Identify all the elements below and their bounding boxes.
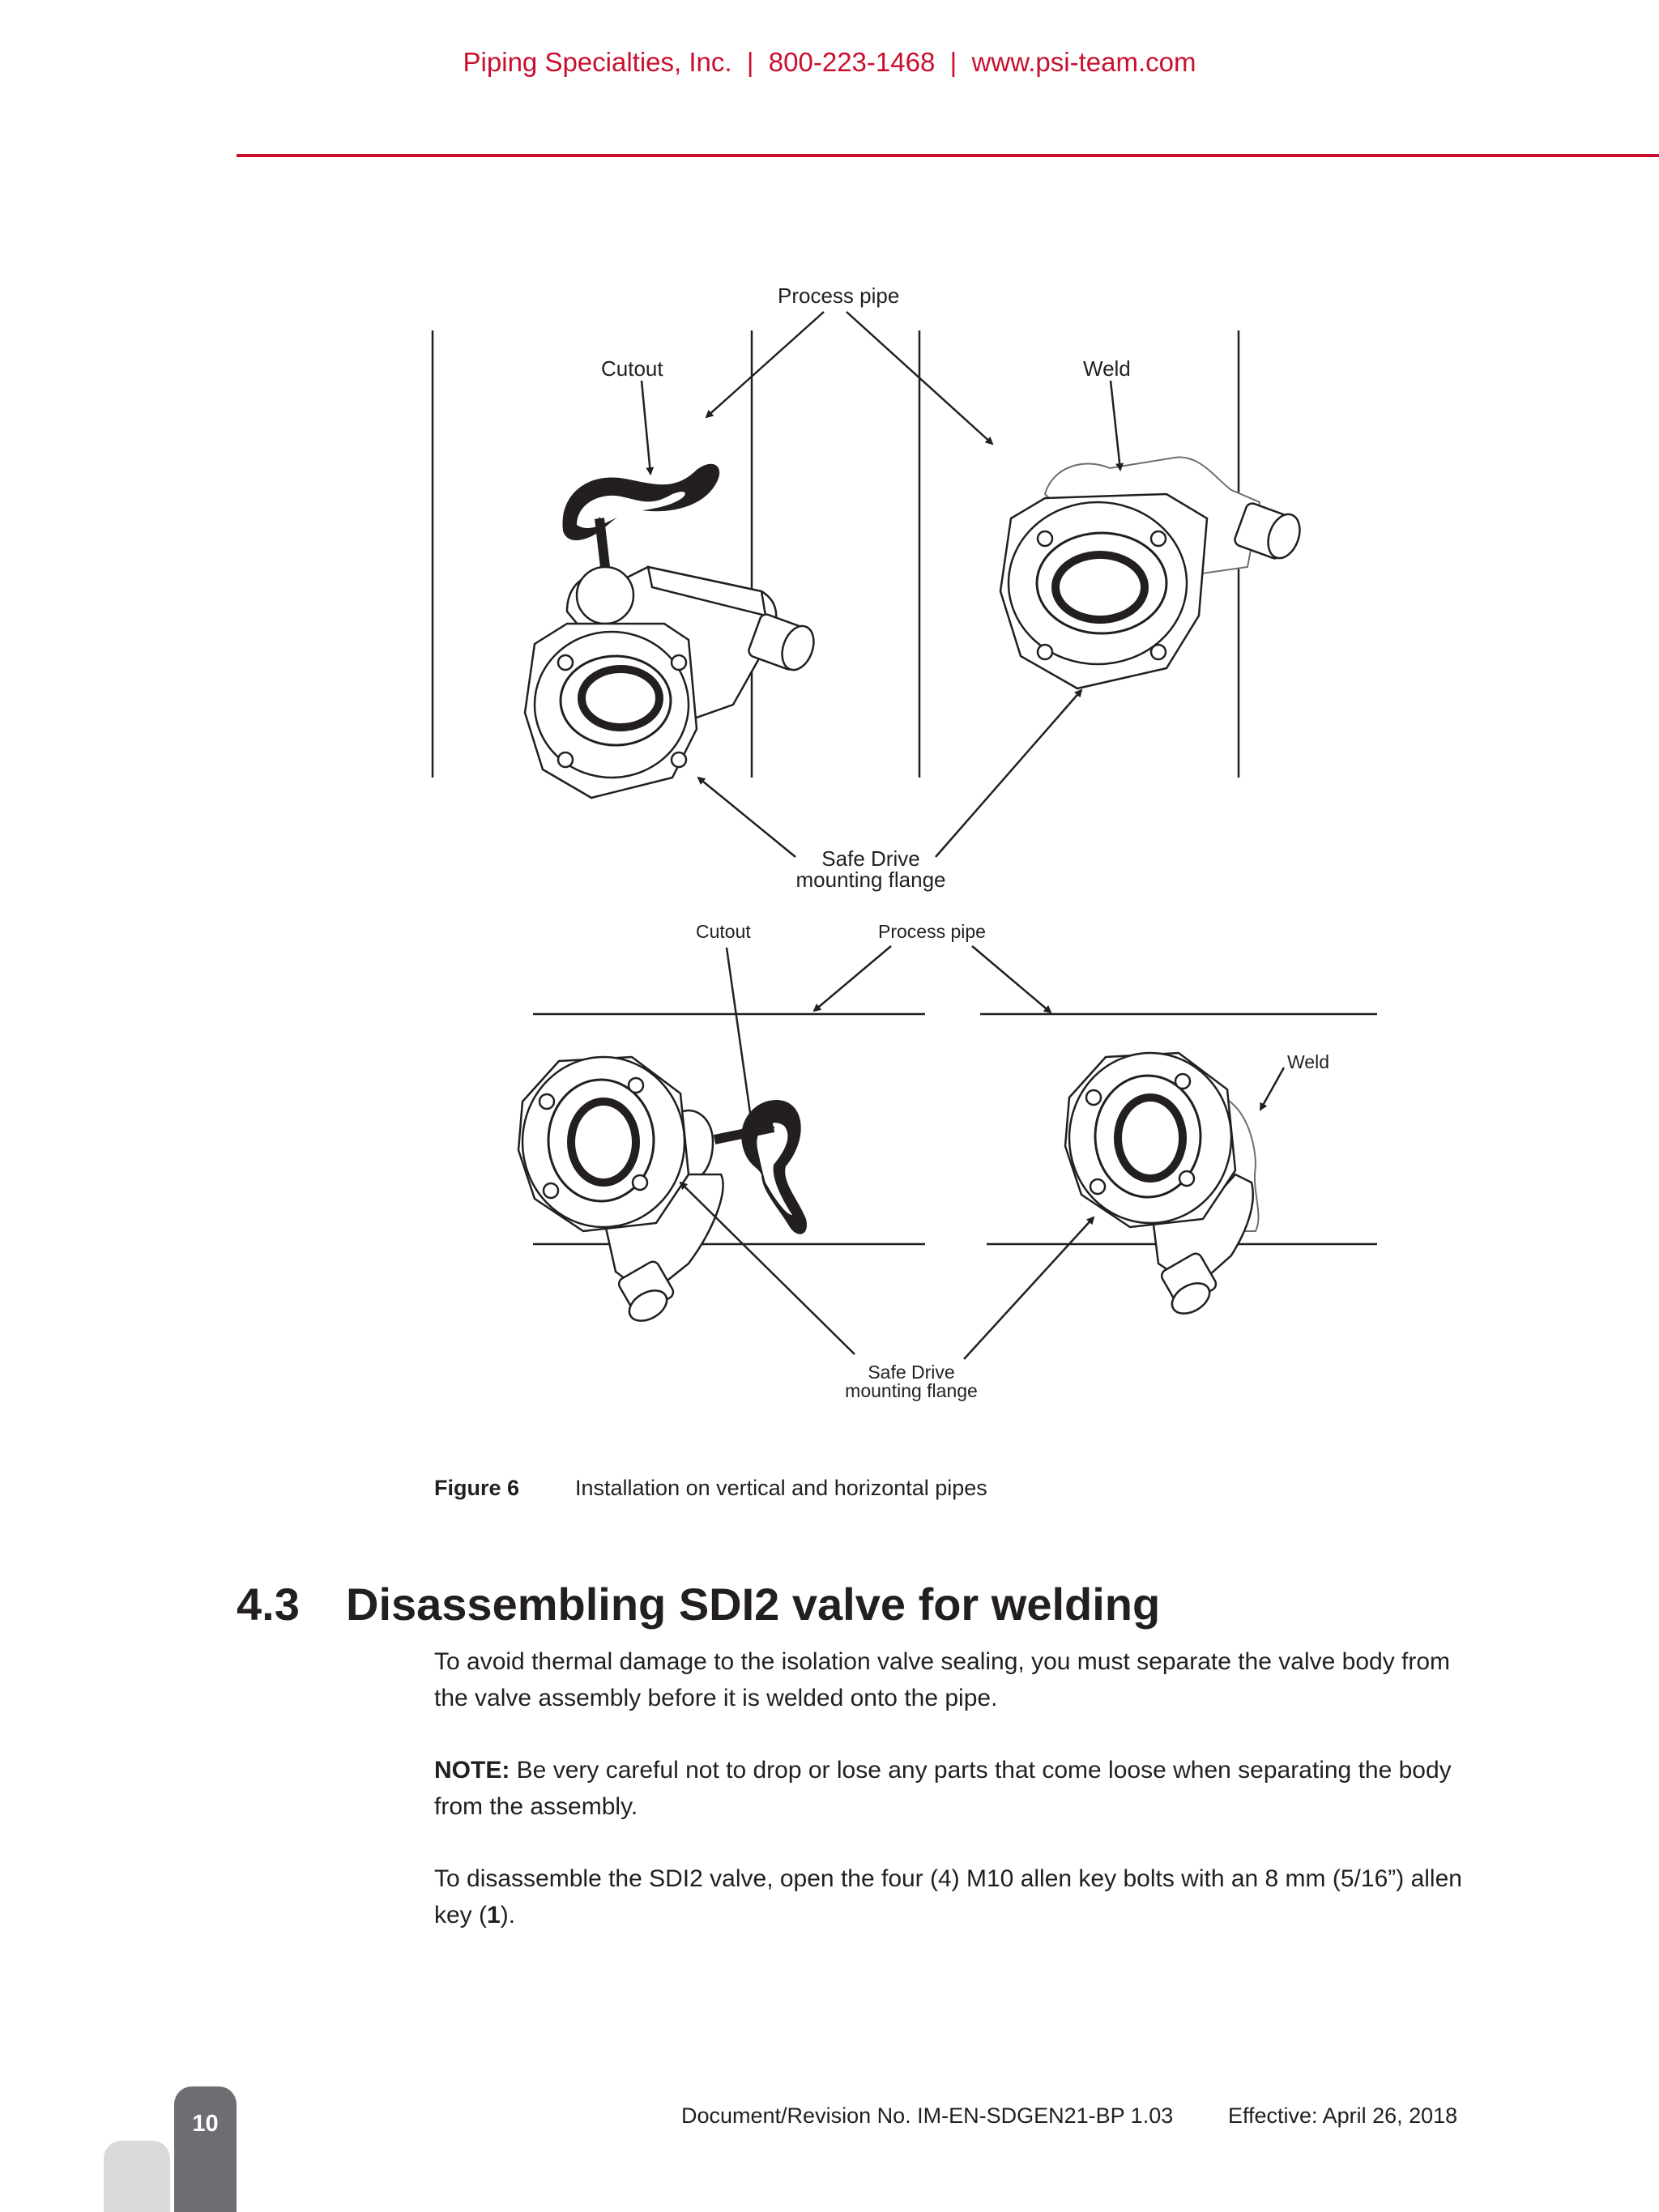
footer-effective-date: Effective: April 26, 2018 (1228, 2103, 1458, 2128)
figure-caption-text: Installation on vertical and horizontal … (575, 1476, 987, 1500)
label-flange-bottom-line2: mounting flange (845, 1380, 978, 1401)
cutout-shape-bottom (713, 1100, 807, 1234)
paragraph-disassemble: To disassemble the SDI2 valve, open the … (434, 1860, 1487, 1933)
figure-caption-number: Figure 6 (434, 1476, 520, 1500)
disassemble-step-ref: 1 (487, 1902, 501, 1929)
paragraph-note: NOTE: Be very careful not to drop or los… (434, 1752, 1487, 1825)
paragraph-thermal-damage: To avoid thermal damage to the isolation… (434, 1648, 1451, 1711)
callout-arrows-bottom (679, 945, 1286, 1360)
label-flange-top: Safe Drive mounting flange (786, 848, 956, 890)
note-text: Be very careful not to drop or lose any … (434, 1757, 1452, 1820)
section-title: Disassembling SDI2 valve for welding (346, 1579, 1161, 1630)
label-flange-bottom-line1: Safe Drive (868, 1362, 955, 1383)
footer-tab-decoration (104, 2141, 170, 2212)
label-process-pipe-bottom: Process pipe (878, 921, 986, 942)
label-process-pipe-top: Process pipe (778, 283, 900, 308)
footer-page-tab (174, 2086, 237, 2212)
callout-arrows-top (640, 311, 1124, 858)
label-weld-top: Weld (1083, 356, 1131, 381)
flange-assembly-bottom-right (1064, 1051, 1260, 1315)
header-contact-line: Piping Specialties, Inc. | 800-223-1468 … (463, 47, 1196, 77)
section-heading: 4.3 Disassembling SDI2 valve for welding (237, 1578, 1160, 1630)
label-cutout-bottom: Cutout (696, 921, 751, 942)
figure-caption: Figure 6 Installation on vertical and hor… (434, 1476, 987, 1501)
page-number: 10 (192, 2111, 219, 2137)
vertical-pipe-right (918, 330, 1240, 778)
vertical-pipe-left (431, 330, 753, 778)
section-number: 4.3 (237, 1579, 300, 1630)
flange-assembly-top-right (999, 456, 1301, 690)
label-cutout-top: Cutout (601, 356, 663, 381)
horizontal-pipe-right (980, 1012, 1377, 1246)
label-flange-top-line1: Safe Drive (821, 846, 920, 871)
note-label: NOTE: (434, 1757, 510, 1784)
flange-assembly-top-left (523, 565, 815, 799)
header-rule (237, 154, 1659, 157)
horizontal-pipe-left (533, 1012, 925, 1246)
label-flange-top-line2: mounting flange (795, 867, 946, 892)
footer-doc-revision: Document/Revision No. IM-EN-SDGEN21-BP 1… (681, 2103, 1174, 2128)
label-flange-bottom: Safe Drive mounting flange (834, 1363, 988, 1400)
flange-assembly-bottom-left (517, 1055, 724, 1322)
disassemble-end: ). (500, 1902, 516, 1929)
cutout-shape-top (562, 463, 720, 568)
disassemble-text: To disassemble the SDI2 valve, open the … (434, 1865, 1462, 1929)
label-weld-bottom: Weld (1287, 1051, 1329, 1072)
